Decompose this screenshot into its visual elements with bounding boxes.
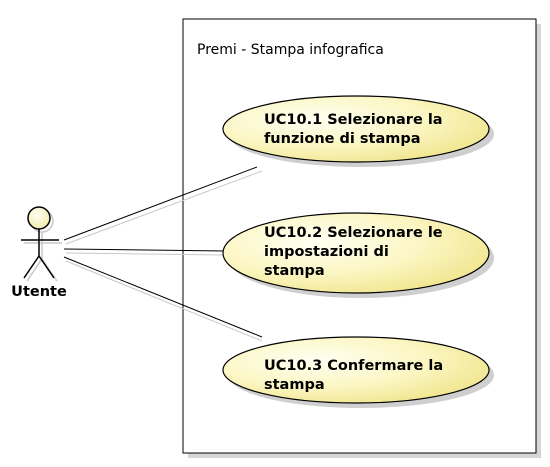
use-case-uc10-2-label-line2: impostazioni di bbox=[264, 244, 389, 260]
association-uc10-1-shadow bbox=[65, 170, 263, 245]
actor-utente[interactable]: Utente bbox=[11, 206, 67, 300]
associations bbox=[63, 166, 263, 342]
actor-name: Utente bbox=[11, 284, 67, 300]
use-case-uc10-2[interactable]: UC10.2 Selezionare le impostazioni di st… bbox=[222, 212, 494, 298]
association-uc10-3-shadow bbox=[65, 260, 263, 342]
system-title: Premi - Stampa infografica bbox=[197, 42, 384, 58]
use-case-uc10-1-label-line1: UC10.1 Selezionare la bbox=[264, 112, 443, 128]
association-uc10-1 bbox=[63, 166, 258, 241]
use-case-uc10-3[interactable]: UC10.3 Confermare la stampa bbox=[222, 336, 494, 408]
association-uc10-3 bbox=[63, 256, 263, 338]
association-uc10-2-shadow bbox=[65, 252, 226, 256]
use-case-uc10-3-label-line1: UC10.3 Confermare la bbox=[264, 358, 443, 374]
use-case-uc10-2-label-line3: stampa bbox=[264, 263, 325, 279]
use-case-uc10-1-label-line2: funzione di stampa bbox=[264, 131, 421, 147]
use-case-uc10-2-label-line1: UC10.2 Selezionare le bbox=[264, 225, 443, 241]
association-uc10-2 bbox=[63, 248, 226, 252]
use-case-uc10-3-label-line2: stampa bbox=[264, 377, 325, 393]
use-case-uc10-1[interactable]: UC10.1 Selezionare la funzione di stampa bbox=[222, 95, 494, 167]
actor-icon bbox=[21, 206, 59, 279]
